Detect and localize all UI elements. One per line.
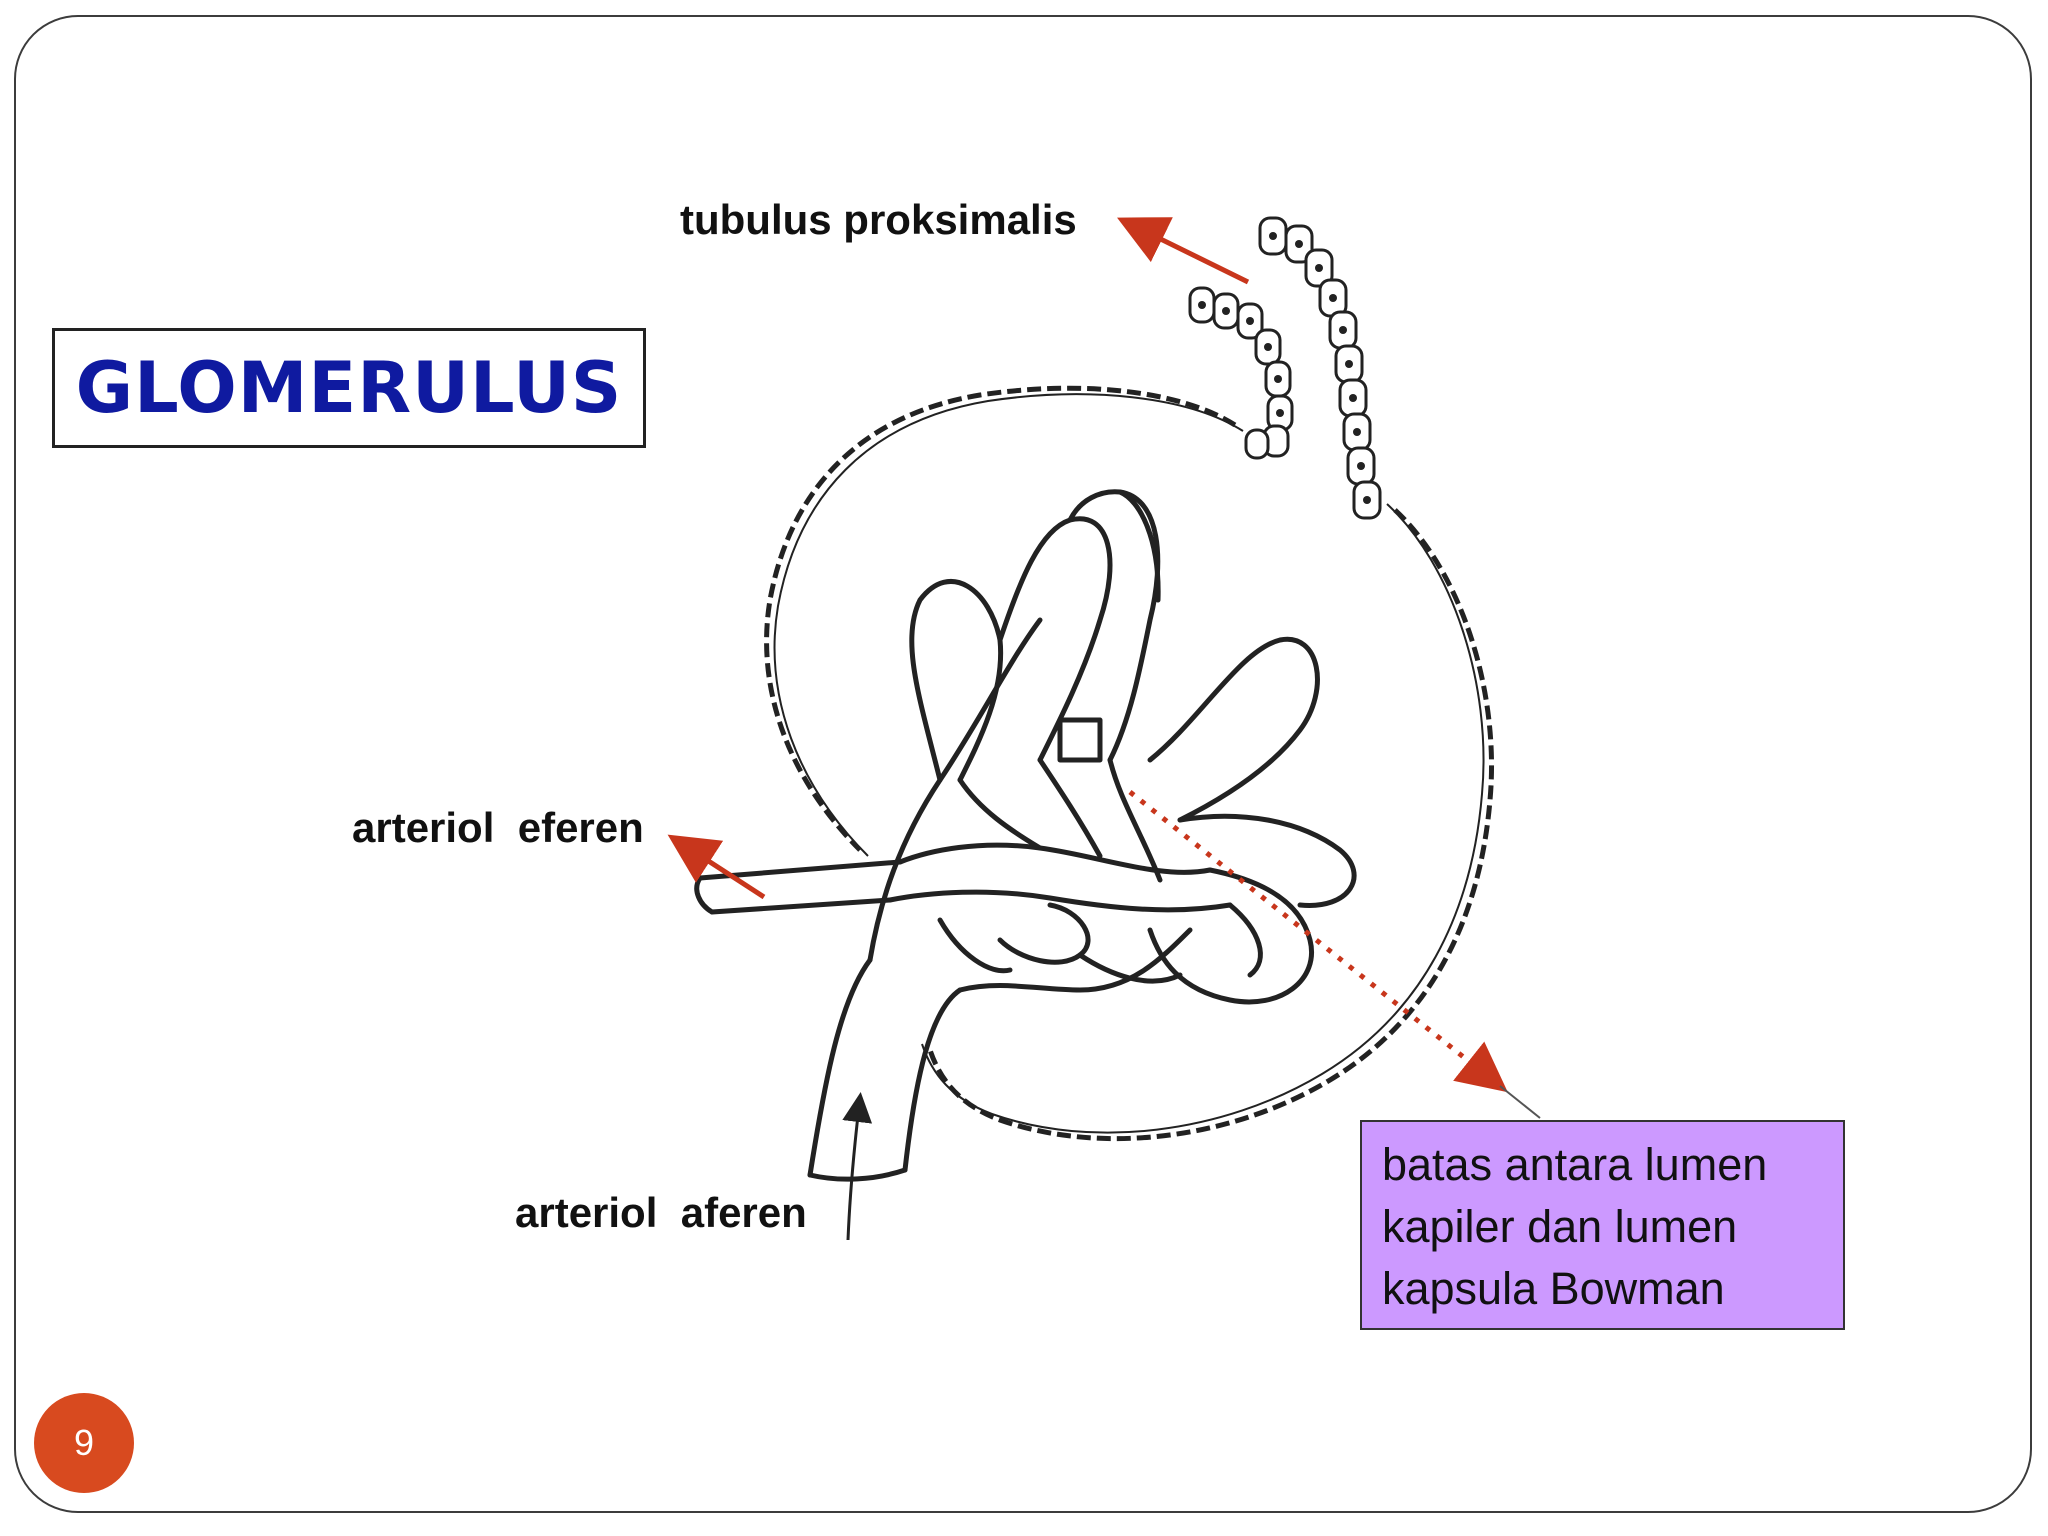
tubulus-nuclei: [1198, 232, 1371, 504]
note-line-1: batas antara lumen: [1382, 1139, 1768, 1190]
arrow-batas: [1128, 790, 1508, 1093]
slide-title: GLOMERULUS: [75, 347, 623, 429]
title-box: GLOMERULUS: [52, 328, 646, 448]
note-line-3: kapsula Bowman: [1382, 1263, 1725, 1314]
arrow-tubulus: [1117, 217, 1250, 285]
arrow-aferen: [842, 1092, 873, 1241]
bowman-capsule: [764, 385, 1495, 1142]
tubulus-cells: [1188, 216, 1382, 520]
label-arteriol-aferen: arteriol aferen: [515, 1189, 807, 1236]
label-arteriol-eferen: arteriol eferen: [352, 804, 644, 851]
page-number: 9: [73, 1422, 95, 1463]
note-box: batas antara lumen kapiler dan lumen kap…: [1360, 1120, 1845, 1330]
page-number-badge: 9: [34, 1393, 134, 1493]
arrow-batas-tail: [1499, 1085, 1541, 1119]
slide-frame: [14, 15, 2032, 1513]
arrow-eferen: [667, 834, 766, 900]
capillary-loops: [694, 489, 1357, 1182]
label-tubulus-proksimalis: tubulus proksimalis: [680, 196, 1077, 243]
note-line-2: kapiler dan lumen: [1382, 1201, 1738, 1252]
